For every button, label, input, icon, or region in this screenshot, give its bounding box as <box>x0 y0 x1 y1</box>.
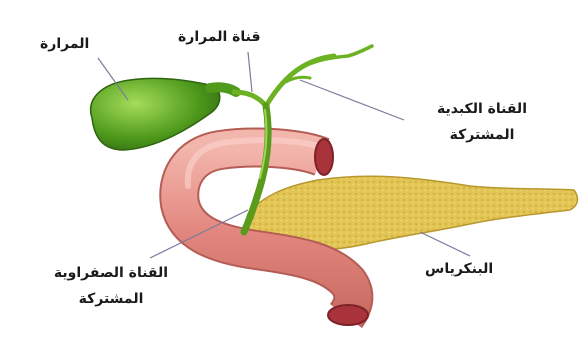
label-common-hepatic-duct-line2: المشتركة <box>402 122 562 148</box>
common-hepatic-duct <box>266 56 334 106</box>
label-pancreas: البنكرياس <box>425 259 493 279</box>
label-common-bile-duct: القناة الصفراوية المشتركة <box>6 260 216 312</box>
hepatic-duct-branch-upper <box>300 46 372 68</box>
cystic-duct <box>234 92 266 106</box>
leader-cystic-duct <box>248 52 252 92</box>
label-common-bile-duct-line2: المشتركة <box>6 286 216 312</box>
label-common-bile-duct-line1: القناة الصفراوية <box>6 260 216 286</box>
label-gallbladder: المرارة <box>40 34 89 54</box>
leader-hepatic-duct <box>300 80 404 120</box>
duodenum-bottom-opening <box>328 305 368 325</box>
label-cystic-duct: قناة المرارة <box>178 27 261 47</box>
label-common-hepatic-duct: القناة الكبدية المشتركة <box>402 96 562 148</box>
duodenum-top-opening <box>315 139 333 175</box>
label-common-hepatic-duct-line1: القناة الكبدية <box>402 96 562 122</box>
leader-pancreas <box>420 232 470 256</box>
